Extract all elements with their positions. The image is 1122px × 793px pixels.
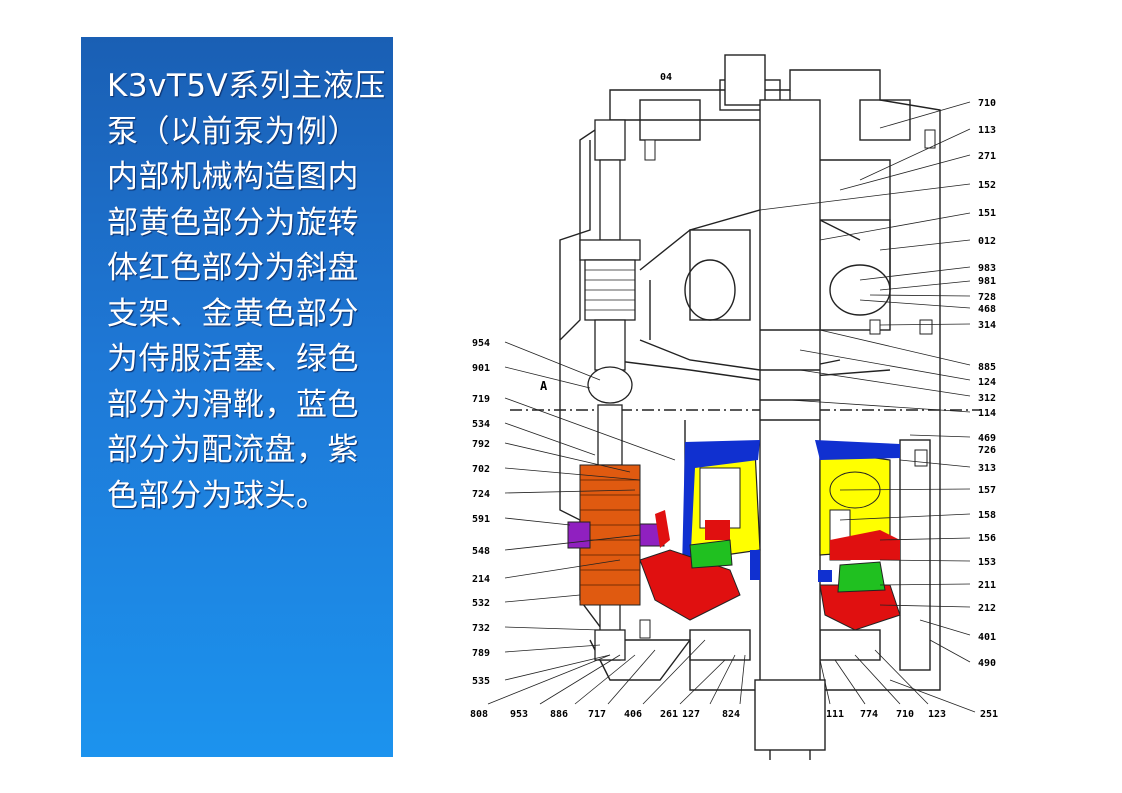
svg-text:808: 808 bbox=[470, 709, 488, 720]
svg-text:548: 548 bbox=[472, 546, 490, 557]
ball-head-purple-left bbox=[567, 521, 591, 549]
slipper-green-right bbox=[837, 561, 886, 593]
right-labels: 710 113 271 152 151 012 983 981 728 468 … bbox=[978, 98, 998, 720]
svg-text:901: 901 bbox=[472, 363, 490, 374]
svg-text:313: 313 bbox=[978, 463, 996, 474]
pump-cross-section-diagram: 04 A 710 113 271 152 151 012 983 981 728… bbox=[460, 40, 1020, 760]
housing-outline bbox=[559, 69, 941, 741]
servo-nut bbox=[579, 239, 641, 261]
svg-text:153: 153 bbox=[978, 557, 996, 568]
svg-text:534: 534 bbox=[472, 419, 490, 430]
svg-text:886: 886 bbox=[550, 709, 568, 720]
svg-text:111: 111 bbox=[826, 709, 844, 720]
svg-text:152: 152 bbox=[978, 180, 996, 191]
svg-text:468: 468 bbox=[978, 304, 996, 315]
svg-text:732: 732 bbox=[472, 623, 490, 634]
svg-text:123: 123 bbox=[928, 709, 946, 720]
servo-rod-upper bbox=[599, 159, 621, 241]
svg-text:490: 490 bbox=[978, 658, 996, 669]
pump-diagram-svg: 04 A 710 113 271 152 151 012 983 981 728… bbox=[470, 54, 998, 760]
svg-text:728: 728 bbox=[978, 292, 996, 303]
svg-text:271: 271 bbox=[978, 151, 996, 162]
svg-text:885: 885 bbox=[978, 362, 996, 373]
svg-text:157: 157 bbox=[978, 485, 996, 496]
servo-ball-socket bbox=[587, 366, 633, 404]
svg-text:156: 156 bbox=[978, 533, 996, 544]
svg-text:710: 710 bbox=[978, 98, 996, 109]
svg-text:469: 469 bbox=[978, 433, 996, 444]
svg-text:124: 124 bbox=[978, 377, 996, 388]
slipper-green-left bbox=[689, 539, 733, 569]
svg-text:214: 214 bbox=[472, 574, 490, 585]
svg-text:113: 113 bbox=[978, 125, 996, 136]
svg-text:127: 127 bbox=[682, 709, 700, 720]
servo-rod-mid bbox=[594, 319, 626, 371]
svg-text:012: 012 bbox=[978, 236, 996, 247]
svg-text:406: 406 bbox=[624, 709, 642, 720]
svg-text:792: 792 bbox=[472, 439, 490, 450]
svg-text:312: 312 bbox=[978, 393, 996, 404]
svg-text:981: 981 bbox=[978, 276, 996, 287]
svg-text:401: 401 bbox=[978, 632, 996, 643]
svg-text:114: 114 bbox=[978, 408, 996, 419]
svg-text:702: 702 bbox=[472, 464, 490, 475]
svg-text:724: 724 bbox=[472, 489, 490, 500]
label-section-a: A bbox=[540, 379, 548, 393]
svg-text:789: 789 bbox=[472, 648, 490, 659]
swash-plate-red-left bbox=[639, 549, 741, 621]
svg-text:954: 954 bbox=[472, 338, 490, 349]
svg-text:719: 719 bbox=[472, 394, 490, 405]
svg-text:717: 717 bbox=[588, 709, 606, 720]
svg-text:151: 151 bbox=[978, 208, 996, 219]
svg-text:211: 211 bbox=[978, 580, 996, 591]
label-top: 04 bbox=[660, 72, 672, 83]
svg-text:532: 532 bbox=[472, 598, 490, 609]
svg-text:983: 983 bbox=[978, 263, 996, 274]
svg-text:535: 535 bbox=[472, 676, 490, 687]
svg-text:710: 710 bbox=[896, 709, 914, 720]
svg-text:824: 824 bbox=[722, 709, 740, 720]
svg-text:261: 261 bbox=[660, 709, 678, 720]
servo-top-cap bbox=[594, 119, 626, 161]
svg-text:726: 726 bbox=[978, 445, 996, 456]
description-text: K3vT5V系列主液压泵（以前泵为例）内部机械构造图内部黄色部分为旋转体红色部分… bbox=[107, 68, 386, 514]
valve-plate-blue-right bbox=[815, 440, 900, 460]
swash-plate-red-right bbox=[830, 530, 900, 560]
svg-text:953: 953 bbox=[510, 709, 528, 720]
bottom-labels: 808 953 886 717 406 261 127 824 111 774 … bbox=[470, 709, 946, 720]
svg-text:314: 314 bbox=[978, 320, 996, 331]
left-labels: 954 901 719 534 792 702 724 591 548 214 … bbox=[472, 338, 490, 687]
svg-text:251: 251 bbox=[980, 709, 998, 720]
svg-text:591: 591 bbox=[472, 514, 490, 525]
svg-text:158: 158 bbox=[978, 510, 996, 521]
shaft-top-cap bbox=[724, 54, 766, 106]
svg-text:774: 774 bbox=[860, 709, 878, 720]
svg-text:212: 212 bbox=[978, 603, 996, 614]
description-panel: K3vT5V系列主液压泵（以前泵为例）内部机械构造图内部黄色部分为旋转体红色部分… bbox=[81, 37, 393, 757]
servo-rod-lower bbox=[597, 404, 623, 466]
